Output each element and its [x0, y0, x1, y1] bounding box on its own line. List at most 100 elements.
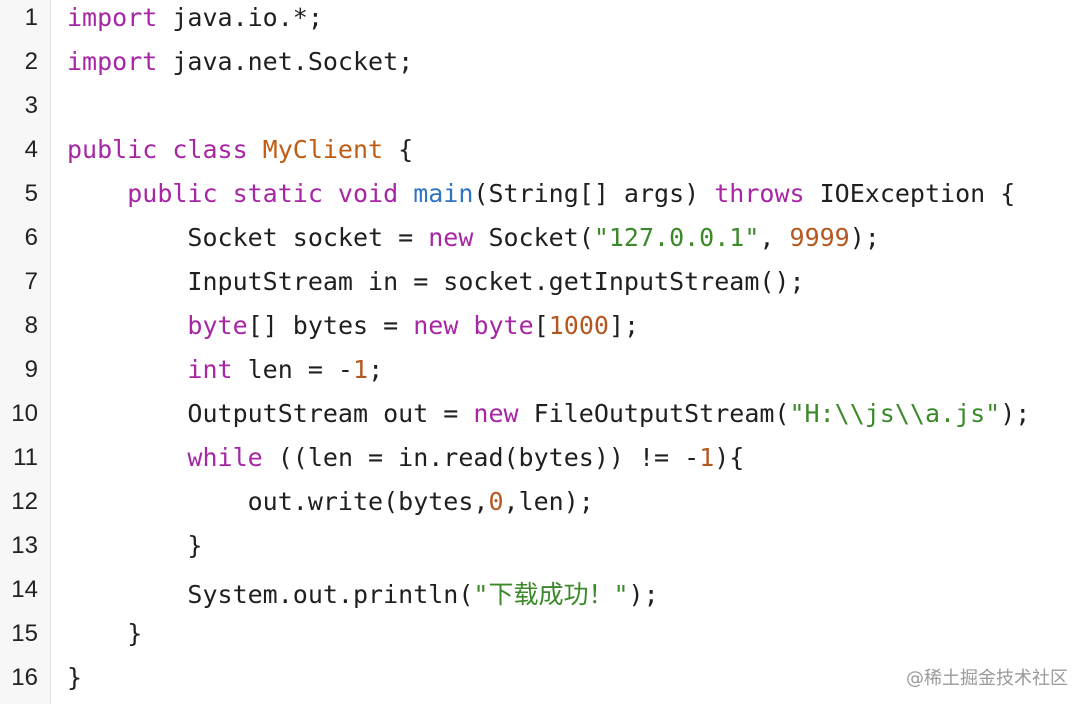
code-text: while ((len = in.read(bytes)) != -1){ — [67, 443, 744, 472]
token-plain: ); — [849, 223, 880, 252]
token-plain: Socket( — [473, 223, 594, 252]
code-text: System.out.println("下载成功！"); — [67, 575, 659, 611]
token-num: 1 — [353, 355, 369, 384]
line-number: 11 — [13, 444, 38, 471]
token-plain: OutputStream out = — [187, 399, 474, 428]
code-line: 13 } — [0, 528, 1086, 572]
line-number: 9 — [24, 356, 38, 383]
code-line: 1 import java.io.*; — [0, 0, 1086, 44]
watermark: @稀土掘金技术社区 — [906, 668, 1068, 689]
line-number: 3 — [24, 92, 38, 119]
token-kw: import — [67, 47, 158, 76]
code-line: 9 int len = -1; — [0, 352, 1086, 396]
token-plain: ,len); — [503, 487, 594, 516]
token-plain: ); — [1000, 399, 1031, 428]
code-line: 15 } — [0, 616, 1086, 660]
token-plain: } — [127, 619, 143, 648]
line-number: 14 — [11, 576, 38, 603]
token-num: 0 — [488, 487, 504, 516]
code-text: InputStream in = socket.getInputStream()… — [67, 267, 804, 296]
token-plain: { — [383, 135, 414, 164]
token-plain: , — [759, 223, 790, 252]
code-line: 12 out.write(bytes,0,len); — [0, 484, 1086, 528]
token-kw: public static void — [127, 179, 414, 208]
code-text: public static void main(String[] args) t… — [67, 179, 1015, 208]
token-str: "H:\\js\\a.js" — [789, 399, 1001, 428]
code-text: import java.io.*; — [67, 3, 323, 32]
code-line: 2 import java.net.Socket; — [0, 44, 1086, 88]
line-number: 6 — [24, 224, 38, 251]
token-kw: import — [67, 3, 158, 32]
code-text: public class MyClient { — [67, 135, 413, 164]
code-text: } — [67, 619, 142, 648]
token-num: 1 — [699, 443, 715, 472]
line-number: 15 — [11, 620, 38, 647]
indent — [67, 223, 187, 252]
indent — [67, 487, 248, 516]
token-str: "127.0.0.1" — [593, 223, 760, 252]
token-plain — [458, 311, 473, 340]
indent — [67, 267, 187, 296]
line-number: 7 — [24, 268, 38, 295]
token-kw: new — [473, 399, 519, 428]
token-plain: ]; — [608, 311, 640, 340]
code-line: 14 System.out.println("下载成功！"); — [0, 572, 1086, 616]
token-kw: byte — [473, 311, 534, 340]
token-plain: java.io.*; — [157, 3, 323, 32]
code-line: 10 OutputStream out = new FileOutputStre… — [0, 396, 1086, 440]
indent — [67, 619, 127, 648]
token-cls: MyClient — [262, 135, 384, 164]
token-kw: public class — [67, 135, 263, 164]
token-kw: int — [187, 355, 233, 384]
line-number: 1 — [24, 4, 38, 31]
indent — [67, 443, 187, 472]
code-text: Socket socket = new Socket("127.0.0.1", … — [67, 223, 880, 252]
token-plain: Socket socket = — [187, 223, 429, 252]
token-plain: ; — [368, 355, 384, 384]
line-number: 13 — [11, 532, 38, 559]
token-plain: [] bytes = — [247, 311, 414, 340]
code-text: } — [67, 663, 82, 692]
token-plain: } — [67, 663, 83, 692]
code-line: 16} — [0, 660, 1086, 704]
token-kw: new — [428, 223, 474, 252]
token-plain: ((len = in.read(bytes)) != - — [262, 443, 700, 472]
code-text: import java.net.Socket; — [67, 47, 413, 76]
indent — [67, 311, 187, 340]
code-line: 8 byte[] bytes = new byte[1000]; — [0, 308, 1086, 352]
code-text: out.write(bytes,0,len); — [67, 487, 594, 516]
token-plain: ); — [628, 580, 659, 609]
line-number: 10 — [11, 400, 38, 427]
token-plain: } — [187, 531, 203, 560]
token-plain: IOException { — [804, 179, 1016, 208]
code-line: 5 public static void main(String[] args)… — [0, 176, 1086, 220]
token-plain: (String[] args) — [473, 179, 715, 208]
indent — [67, 179, 127, 208]
code-text: int len = -1; — [67, 355, 383, 384]
token-plain: ){ — [714, 443, 745, 472]
line-number: 16 — [11, 664, 38, 691]
token-kw: byte — [187, 311, 248, 340]
token-num: 1000 — [548, 311, 609, 340]
code-line: 6 Socket socket = new Socket("127.0.0.1"… — [0, 220, 1086, 264]
code-line: 11 while ((len = in.read(bytes)) != -1){ — [0, 440, 1086, 484]
indent — [67, 355, 187, 384]
line-number-gutter — [0, 0, 51, 704]
token-plain: len = - — [232, 355, 353, 384]
line-number: 2 — [24, 48, 38, 75]
token-str: "下载成功！" — [473, 580, 629, 609]
token-plain: System.out.println( — [187, 580, 474, 609]
token-plain: out.write(bytes, — [247, 487, 489, 516]
indent — [67, 399, 187, 428]
token-kw: throws — [714, 179, 805, 208]
indent — [67, 531, 187, 560]
token-kw: while — [187, 443, 263, 472]
code-text: OutputStream out = new FileOutputStream(… — [67, 399, 1030, 428]
code-text: byte[] bytes = new byte[1000]; — [67, 311, 639, 340]
code-line: 7 InputStream in = socket.getInputStream… — [0, 264, 1086, 308]
token-num: 9999 — [789, 223, 850, 252]
token-kw: new — [413, 311, 459, 340]
indent — [67, 580, 187, 609]
